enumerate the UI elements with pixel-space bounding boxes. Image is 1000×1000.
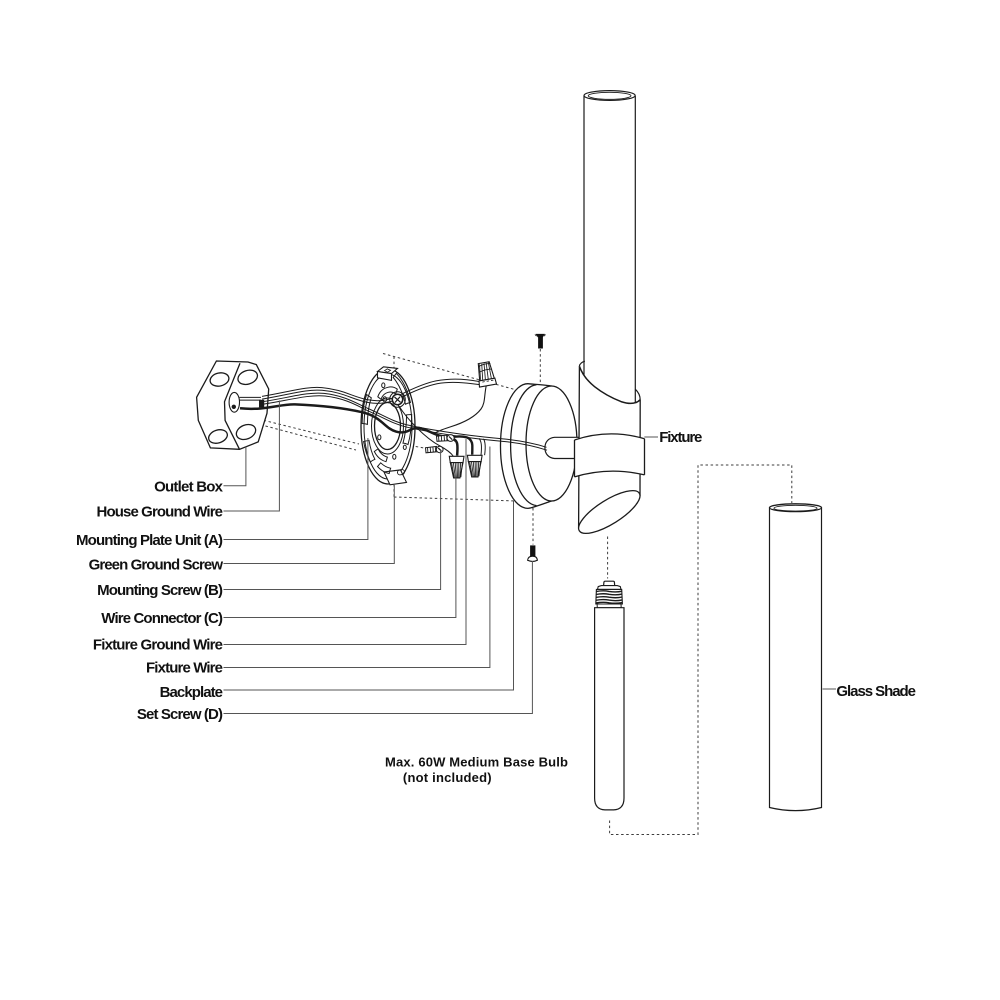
svg-text:Fixture Wire: Fixture Wire: [146, 660, 223, 677]
svg-text:Fixture Ground Wire: Fixture Ground Wire: [93, 637, 223, 654]
svg-text:(not included): (not included): [403, 770, 492, 785]
svg-text:Max. 60W Medium Base Bulb: Max. 60W Medium Base Bulb: [385, 755, 568, 770]
svg-text:Set Screw (D): Set Screw (D): [137, 706, 223, 723]
svg-text:Wire Connector (C): Wire Connector (C): [101, 610, 223, 627]
svg-text:Mounting Plate Unit (A): Mounting Plate Unit (A): [76, 532, 223, 549]
svg-text:Fixture: Fixture: [659, 429, 702, 446]
svg-text:Backplate: Backplate: [160, 684, 223, 701]
svg-text:House Ground Wire: House Ground Wire: [97, 503, 224, 520]
svg-text:Mounting Screw (B): Mounting Screw (B): [97, 582, 223, 599]
svg-text:Green Ground Screw: Green Ground Screw: [89, 556, 224, 573]
svg-text:Outlet Box: Outlet Box: [154, 479, 224, 496]
svg-text:Glass Shade: Glass Shade: [836, 683, 916, 700]
